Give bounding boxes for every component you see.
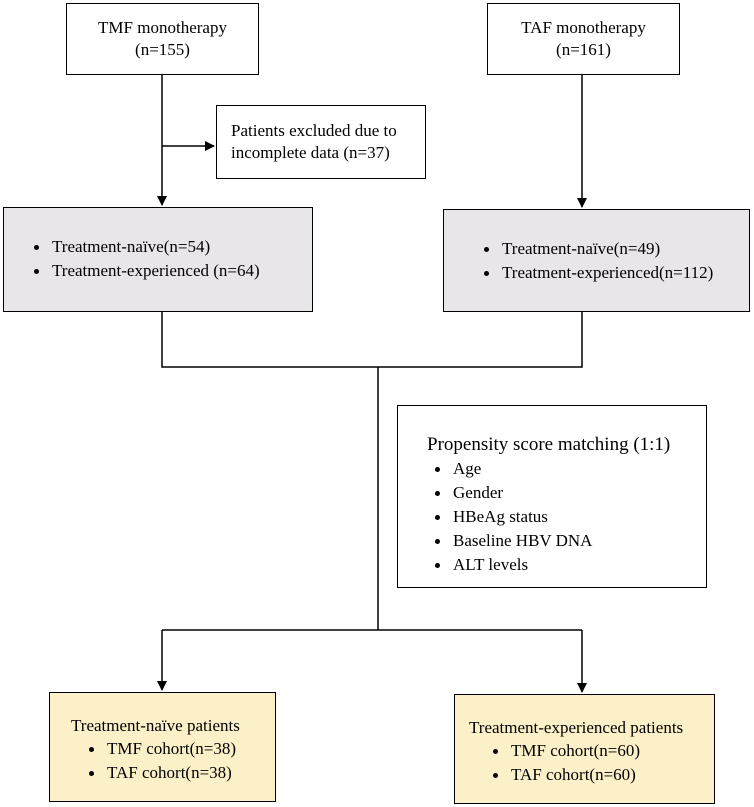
list-item: Treatment-naïve(n=49) <box>480 237 749 261</box>
list-item: Treatment-naïve(n=54) <box>30 235 312 259</box>
list-item: Baseline HBV DNA <box>431 529 706 553</box>
propensity-title: Propensity score matching (1:1) <box>427 434 671 455</box>
taf-count: (n=161) <box>556 40 611 59</box>
tmf-groups-box: Treatment-naïve(n=54) Treatment-experien… <box>3 207 313 312</box>
naive-cohort-title: Treatment-naïve patients <box>71 716 240 735</box>
naive-cohort-box: Treatment-naïve patients TMF cohort(n=38… <box>49 692 276 802</box>
tmf-title: TMF monotherapy <box>98 18 227 37</box>
list-item: Age <box>431 457 706 481</box>
list-item: TMF cohort(n=38) <box>85 737 275 761</box>
tmf-monotherapy-box: TMF monotherapy (n=155) <box>66 3 259 75</box>
excluded-box: Patients excluded due to incomplete data… <box>216 105 426 179</box>
list-item: HBeAg status <box>431 505 706 529</box>
list-item: TAF cohort(n=60) <box>489 763 714 787</box>
merge-connector <box>161 312 583 368</box>
tmf-count: (n=155) <box>135 40 190 59</box>
taf-groups-box: Treatment-naïve(n=49) Treatment-experien… <box>443 209 750 312</box>
list-item: Treatment-experienced (n=64) <box>30 259 312 283</box>
list-item: Gender <box>431 481 706 505</box>
taf-title: TAF monotherapy <box>521 18 646 37</box>
list-item: Treatment-experienced(n=112) <box>480 261 749 285</box>
excluded-line1: Patients excluded due to <box>231 121 397 140</box>
list-item: ALT levels <box>431 553 706 577</box>
excluded-line2: incomplete data (n=37) <box>231 143 390 162</box>
experienced-cohort-title: Treatment-experienced patients <box>469 718 684 737</box>
taf-monotherapy-box: TAF monotherapy (n=161) <box>487 3 680 75</box>
list-item: TMF cohort(n=60) <box>489 739 714 763</box>
propensity-matching-box: Propensity score matching (1:1) Age Gend… <box>397 405 707 588</box>
list-item: TAF cohort(n=38) <box>85 761 275 785</box>
experienced-cohort-box: Treatment-experienced patients TMF cohor… <box>454 694 715 804</box>
